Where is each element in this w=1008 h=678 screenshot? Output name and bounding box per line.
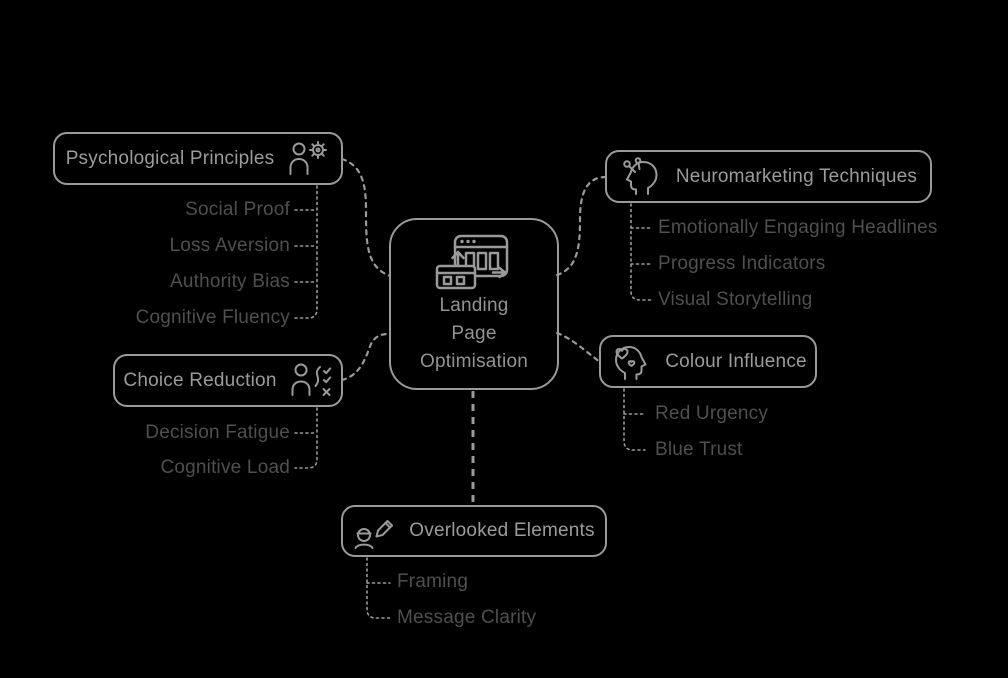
leaf-loss-aversion: Loss Aversion: [169, 235, 290, 256]
node-colour-influence: Colour Influence: [599, 335, 817, 388]
tree-colour-influence: [623, 388, 646, 451]
person-checklist-icon: [291, 363, 331, 396]
leaf-progress-indicators: Progress Indicators: [658, 253, 826, 274]
person-gear-icon: [289, 140, 328, 175]
head-hearts-icon: [615, 345, 647, 380]
tree-choice-reduction: [294, 407, 318, 469]
center-label-line3: Optimisation: [420, 351, 528, 372]
browser-optimisation-icon: [435, 234, 509, 290]
node-psychological-principles: Psychological Principles: [53, 132, 343, 185]
leaf-message-clarity: Message Clarity: [397, 607, 537, 628]
node-choice-reduction: Choice Reduction: [113, 354, 343, 407]
tree-psychological-principles: [294, 185, 318, 319]
leaf-authority-bias: Authority Bias: [169, 271, 290, 292]
person-pencil-icon: [354, 520, 394, 549]
edge-center-to-choice-reduction: [340, 332, 392, 382]
edge-center-to-neuromarketing: [555, 175, 608, 277]
leaf-red-urgency: Red Urgency: [655, 403, 769, 424]
leaf-social-proof: Social Proof: [185, 199, 290, 220]
node-psychological-principles-label: Psychological Principles: [65, 147, 275, 169]
center-label-line1: Landing: [439, 295, 509, 316]
edge-center-to-psychological-principles: [340, 157, 392, 278]
head-sparks-icon: [623, 156, 658, 195]
node-neuromarketing-techniques: Neuromarketing Techniques: [605, 150, 932, 203]
node-colour-influence-label: Colour Influence: [665, 350, 807, 372]
leaf-cognitive-load: Cognitive Load: [160, 457, 290, 478]
center-label-line2: Page: [451, 323, 497, 344]
leaf-cognitive-fluency: Cognitive Fluency: [135, 307, 290, 328]
edge-center-to-colour-influence: [555, 331, 602, 364]
tree-overlooked-elements: [366, 557, 391, 619]
leaf-decision-fatigue: Decision Fatigue: [145, 422, 290, 443]
leaf-framing: Framing: [397, 571, 469, 592]
center-node-landing-page-optimisation: Landing Page Optimisation: [389, 218, 559, 390]
node-overlooked-elements: Overlooked Elements: [341, 505, 607, 557]
tree-neuromarketing: [630, 203, 653, 301]
node-overlooked-elements-label: Overlooked Elements: [409, 520, 595, 541]
leaf-visual-storytelling: Visual Storytelling: [658, 289, 813, 310]
node-choice-reduction-label: Choice Reduction: [123, 369, 277, 391]
leaf-emotionally-engaging-headlines: Emotionally Engaging Headlines: [658, 217, 938, 238]
leaf-blue-trust: Blue Trust: [655, 439, 743, 460]
node-neuromarketing-techniques-label: Neuromarketing Techniques: [675, 165, 918, 187]
